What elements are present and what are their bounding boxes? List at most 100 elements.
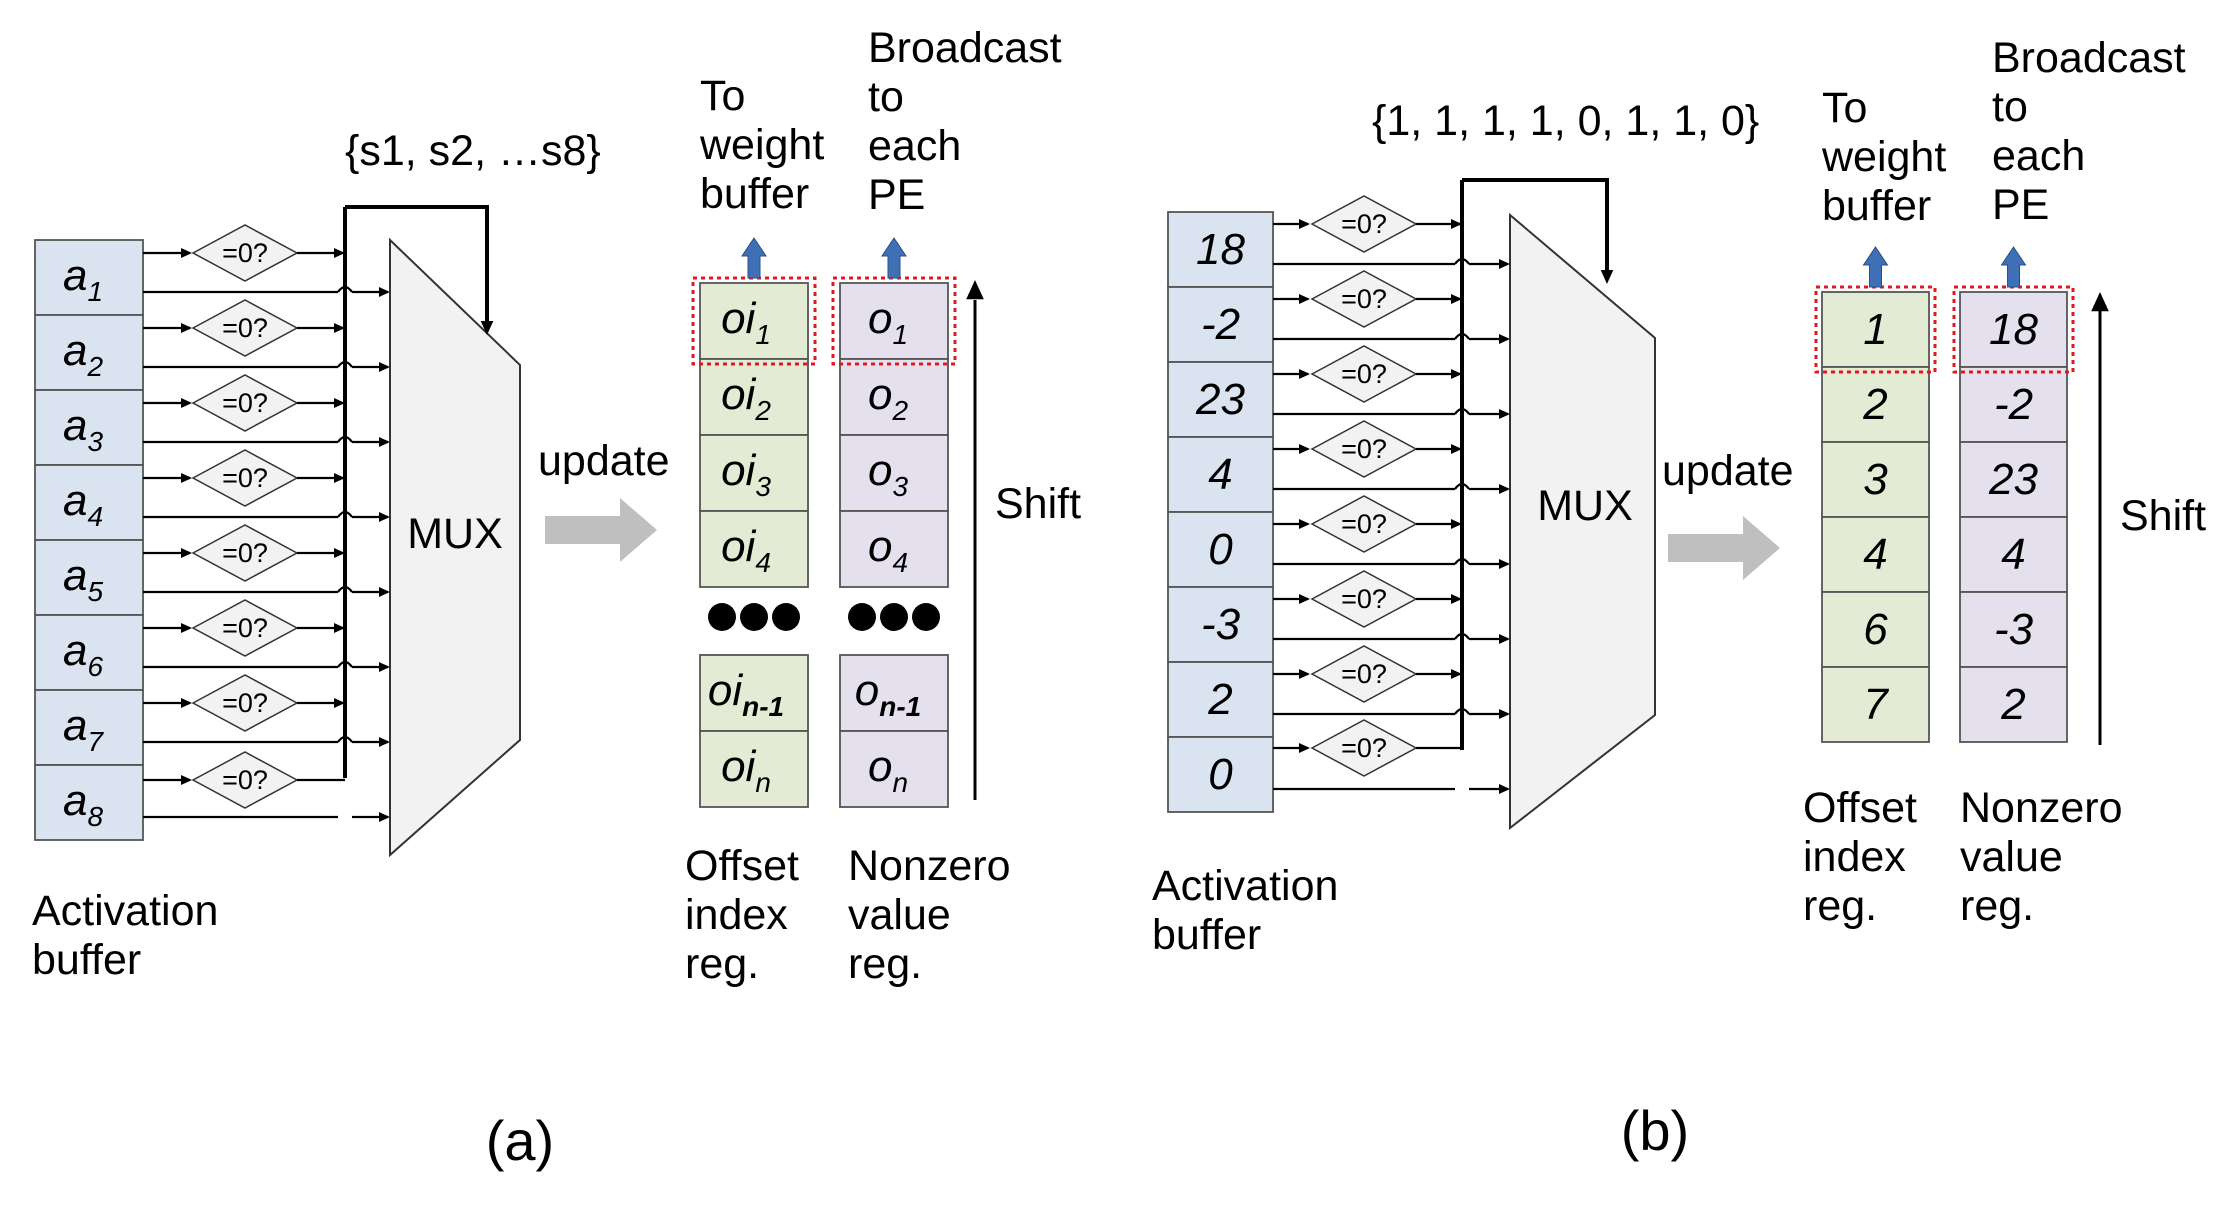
up-arrow — [881, 237, 907, 279]
broadcast-label: each — [1992, 132, 2085, 180]
arrowhead — [1499, 409, 1510, 419]
offset-reg-label: Offset — [1803, 784, 1917, 832]
value-reg-cell-label-sub: 4 — [892, 547, 908, 578]
comparator-label: =0? — [222, 463, 268, 493]
shift-label: Shift — [995, 480, 1081, 528]
activation-cell-label: a7 — [63, 701, 104, 757]
activation-cell-label-sub: 4 — [87, 501, 103, 532]
arrowhead — [1499, 259, 1510, 269]
activation-buffer-label: Activation — [1152, 862, 1338, 910]
value-reg-cell-value: -2 — [1994, 380, 2033, 429]
offset-reg-cell-value: 1 — [1863, 305, 1887, 354]
arrowhead — [181, 473, 192, 483]
broadcast-label: Broadcast — [868, 24, 1062, 72]
activation-cell — [34, 689, 144, 766]
arrowhead — [181, 623, 192, 633]
comparator-label: =0? — [1341, 584, 1387, 614]
value-reg-cell-label-base: o — [868, 370, 892, 419]
value-reg-cell-label-base: o — [868, 742, 892, 791]
value-reg-cell-value: 18 — [1989, 305, 2038, 354]
offset-reg-cell-label-base: oi — [721, 370, 756, 419]
arrowhead — [1451, 519, 1462, 529]
activation-cell-value: -3 — [1201, 600, 1241, 649]
offset-reg-label: reg. — [1803, 882, 1877, 930]
arrowhead — [334, 323, 345, 333]
comparator-label: =0? — [222, 688, 268, 718]
offset-reg-cell-label-base: oi — [721, 294, 756, 343]
mux-block — [1509, 212, 1656, 831]
arrowhead — [379, 812, 390, 822]
arrowhead — [1299, 594, 1310, 604]
value-reg-cell-label-sub: 2 — [891, 395, 908, 426]
activation-cell-label-base: a — [63, 476, 87, 525]
arrowhead — [1451, 444, 1462, 454]
activation-cell — [34, 239, 144, 316]
activation-cell-value: 4 — [1208, 450, 1232, 499]
value-reg-cell-value: -3 — [1994, 605, 2034, 654]
offset-reg-cell-label-sub: n — [755, 767, 771, 798]
activation-cell-label: a2 — [63, 326, 103, 382]
arrowhead — [379, 587, 390, 597]
activation-buffer-label: Activation — [32, 887, 218, 935]
arrowhead — [1499, 484, 1510, 494]
arrowhead — [334, 473, 345, 483]
to-weight-buffer-label: weight — [699, 121, 824, 169]
value-reg-cell-label: o2 — [868, 370, 908, 426]
value-reg-cell-value: 23 — [1988, 455, 2038, 504]
activation-cell-label: a5 — [63, 551, 103, 607]
offset-reg-cell-label: oi3 — [721, 446, 771, 502]
arrowhead — [2091, 292, 2109, 312]
arrowhead — [1299, 519, 1310, 529]
value-reg-cell-label: on-1 — [855, 666, 921, 722]
offset-reg-cell — [1821, 591, 1930, 668]
to-weight-buffer-label: weight — [1821, 133, 1946, 181]
nonzero-reg-label: value — [1960, 833, 2063, 881]
activation-buffer-label: buffer — [32, 936, 141, 984]
arrowhead — [379, 362, 390, 372]
activation-cell-label-sub: 8 — [87, 801, 103, 832]
offset-reg-cell — [699, 434, 809, 512]
value-reg-cell-value: 2 — [2000, 680, 2025, 729]
broadcast-label: to — [868, 73, 904, 121]
shift-label: Shift — [2120, 492, 2206, 540]
update-label: update — [1662, 447, 1794, 495]
value-reg-cell-label: on — [868, 742, 908, 798]
activation-cell — [34, 314, 144, 391]
comparator-label: =0? — [1341, 659, 1387, 689]
arrowhead — [334, 548, 345, 558]
value-reg-cell — [1959, 516, 2068, 593]
comparator-label: =0? — [1341, 434, 1387, 464]
arrowhead — [1299, 369, 1310, 379]
to-weight-buffer-label: To — [700, 72, 745, 120]
offset-reg-cell-label-base: oi — [721, 522, 756, 571]
activation-cell-value: -2 — [1201, 300, 1240, 349]
activation-cell-label-sub: 5 — [87, 576, 103, 607]
select-bus-route — [1462, 178, 1609, 270]
to-weight-buffer-label: To — [1822, 84, 1867, 132]
activation-cell-label-base: a — [63, 701, 87, 750]
offset-reg-cell-label: oin-1 — [708, 666, 784, 722]
mux-label: MUX — [1537, 482, 1633, 530]
offset-reg-label: index — [1803, 833, 1906, 881]
mux-block — [389, 237, 521, 858]
offset-reg-cell-label-sub: 1 — [755, 319, 771, 350]
value-reg-cell-label-sub: 3 — [892, 471, 908, 502]
select-bus-route — [345, 205, 489, 323]
caption-b: (b) — [1621, 1099, 1689, 1162]
activation-cell — [1167, 586, 1274, 663]
activation-cell — [34, 464, 144, 541]
activation-cell-label-base: a — [63, 626, 87, 675]
offset-reg-cell-label-base: oi — [721, 742, 756, 791]
value-reg-cell — [1959, 291, 2068, 368]
value-reg-cell — [839, 510, 949, 588]
up-arrow — [741, 237, 767, 279]
ellipsis-dot — [848, 603, 876, 631]
comparator-label: =0? — [1341, 509, 1387, 539]
offset-reg-cell-value: 6 — [1863, 605, 1888, 654]
offset-reg-label: reg. — [685, 940, 759, 988]
arrowhead — [379, 287, 390, 297]
activation-cell — [1167, 511, 1274, 588]
arrowhead — [181, 398, 192, 408]
nonzero-reg-label: value — [848, 891, 951, 939]
value-reg-cell-label: o4 — [868, 522, 908, 578]
